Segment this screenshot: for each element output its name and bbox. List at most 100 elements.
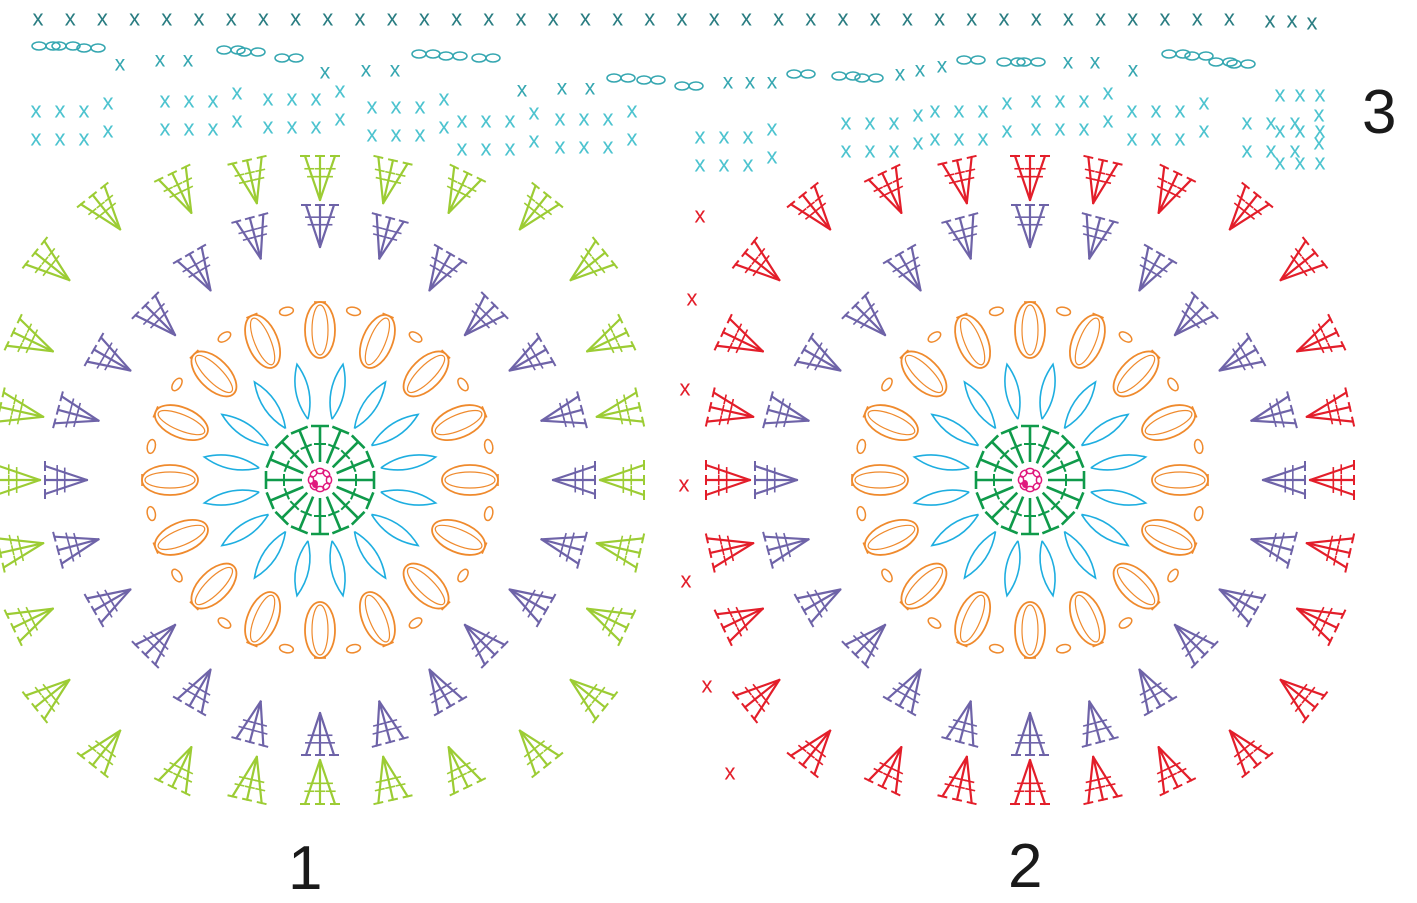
- single-crochet-mark: x: [1055, 88, 1066, 113]
- bobble-stitch: [852, 465, 908, 495]
- stitch-tick: [728, 536, 730, 546]
- single-crochet-mark: x: [1151, 126, 1162, 151]
- stitch-top: [581, 545, 584, 555]
- stitch-tick: [245, 172, 255, 174]
- stitch-tick: [12, 545, 14, 555]
- stitch-top: [1294, 532, 1297, 542]
- single-crochet-mark: x: [391, 122, 402, 147]
- round-2-petal: [1040, 541, 1055, 596]
- bobble-outline: [852, 465, 908, 495]
- stitch-post: [1281, 264, 1325, 280]
- border-round: [706, 156, 1354, 804]
- stitch-top: [1287, 559, 1290, 569]
- single-crochet-mark: x: [841, 110, 852, 135]
- single-crochet-mark: x: [1127, 126, 1138, 151]
- stitch-top: [257, 156, 267, 158]
- round-2: [914, 364, 1145, 595]
- stitch-top: [706, 533, 708, 543]
- single-crochet-mark: x: [695, 203, 706, 228]
- bobble-inner: [855, 472, 905, 488]
- stitch-tick: [1200, 635, 1207, 642]
- single-crochet-mark: x: [1275, 118, 1286, 143]
- stitch-post: [236, 701, 260, 738]
- round-4-fan: [372, 701, 409, 746]
- single-crochet-mark: x: [290, 6, 301, 31]
- stitch-post: [791, 204, 830, 229]
- single-crochet-mark: x: [1242, 110, 1253, 135]
- round-4-fan: [173, 244, 210, 290]
- single-crochet-mark: x: [161, 6, 172, 31]
- bobble-outline: [860, 398, 923, 447]
- stitch-post: [1030, 205, 1044, 247]
- round-4-fan: [510, 590, 556, 627]
- single-crochet-mark: x: [335, 106, 346, 131]
- round-2-petal: [222, 414, 269, 445]
- single-crochet-mark: x: [723, 71, 734, 94]
- stitch-post: [261, 701, 264, 745]
- stitch-top: [862, 661, 869, 668]
- stitch-tick: [245, 786, 255, 788]
- center-ring: [1018, 468, 1041, 491]
- stitch-post: [104, 731, 120, 775]
- border-fan: [1157, 747, 1196, 795]
- border-fan: [5, 607, 53, 646]
- single-crochet-mark: x: [719, 152, 730, 177]
- stitch-top: [763, 532, 766, 542]
- border-fan: [373, 757, 412, 804]
- stitch-post: [257, 157, 262, 203]
- stitch-post: [1087, 214, 1090, 258]
- stitch-post: [587, 609, 620, 642]
- round-4-fan: [173, 670, 210, 716]
- border-fan: [1083, 757, 1122, 804]
- chain-stitch: [880, 376, 894, 392]
- stitch-top: [1349, 402, 1351, 412]
- border-fan: [520, 731, 563, 778]
- chain-stitch: [846, 72, 860, 80]
- stitch-tick: [955, 172, 965, 174]
- stitch-tick: [1106, 784, 1116, 786]
- single-crochet-mark: x: [79, 126, 90, 151]
- stitch-tick: [949, 777, 959, 779]
- single-crochet-mark: x: [367, 94, 378, 119]
- chain-stitch: [607, 74, 621, 82]
- single-crochet-mark: x: [311, 86, 322, 111]
- stitch-post: [449, 747, 482, 780]
- stitch-post: [81, 204, 120, 229]
- stitch-top: [955, 217, 965, 220]
- round-2-petal: [372, 514, 419, 545]
- single-crochet-mark: x: [1063, 6, 1074, 31]
- stitch-top: [388, 799, 398, 801]
- stitch-tick: [965, 789, 975, 791]
- bobble-outline: [1063, 310, 1112, 373]
- stitch-tick: [1095, 172, 1105, 174]
- stitch-top: [968, 744, 978, 747]
- bobble-stitch: [894, 344, 955, 405]
- bobble-inner: [865, 406, 917, 440]
- chain-stitch: [621, 74, 635, 82]
- stitch-top: [767, 405, 770, 415]
- bobble-inner: [1113, 351, 1160, 398]
- single-crochet-mark: x: [415, 122, 426, 147]
- single-crochet-mark: x: [419, 6, 430, 31]
- stitch-post: [1251, 396, 1288, 420]
- single-crochet-mark: x: [103, 90, 114, 115]
- slip-stitch-dot: [1022, 480, 1028, 488]
- chain-stitch: [439, 52, 453, 60]
- stitch-top: [952, 159, 962, 161]
- stitch-tick: [1339, 415, 1341, 425]
- stitch-post: [1251, 421, 1295, 424]
- single-crochet-mark: x: [1103, 80, 1114, 105]
- bobble-outline: [150, 398, 213, 447]
- stitch-tick: [482, 321, 489, 328]
- stitch-top: [385, 217, 395, 220]
- stitch-tick: [490, 635, 497, 642]
- stitch-top: [245, 741, 255, 744]
- single-crochet-mark: x: [457, 136, 468, 161]
- border-fan: [600, 460, 644, 500]
- stitch-tick: [157, 650, 164, 657]
- border-fan: [706, 388, 753, 427]
- single-crochet-mark: x: [1199, 90, 1210, 115]
- stitch-tick: [1336, 405, 1338, 415]
- stitch-tick: [21, 399, 23, 409]
